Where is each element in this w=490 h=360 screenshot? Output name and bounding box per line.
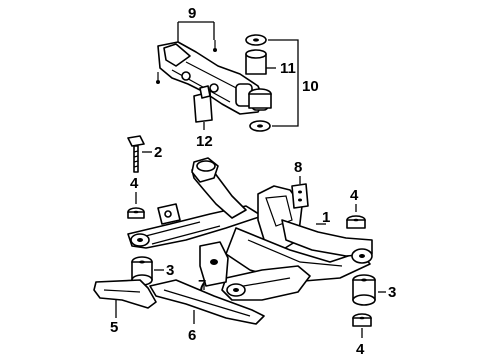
callout-2: 2 xyxy=(154,144,162,161)
brace-5 xyxy=(93,279,157,309)
callout-3-left: 3 xyxy=(166,262,174,279)
callout-4-right: 4 xyxy=(350,187,359,204)
callout-7: 7 xyxy=(198,277,206,294)
callout-5: 5 xyxy=(110,319,118,336)
stud-bolt xyxy=(127,135,145,173)
callout-4-left: 4 xyxy=(130,175,139,192)
callout-4-bottom: 4 xyxy=(356,341,365,358)
center-mount-7 xyxy=(199,241,229,287)
callout-6: 6 xyxy=(188,327,196,344)
callout-9: 9 xyxy=(188,5,196,22)
callout-10: 10 xyxy=(302,78,319,95)
brace-6 xyxy=(149,279,265,325)
insulator-right xyxy=(346,215,366,229)
callout-8: 8 xyxy=(294,159,302,176)
main-subframe xyxy=(127,157,373,301)
bushing-right xyxy=(352,274,376,306)
callout-12: 12 xyxy=(196,133,213,150)
bushing-left xyxy=(131,256,153,286)
callout-1: 1 xyxy=(322,209,330,226)
upper-subframe-assembly xyxy=(156,40,269,123)
insulator-left xyxy=(127,207,145,219)
insulator-bottom xyxy=(352,313,372,327)
callout-11: 11 xyxy=(280,60,296,77)
bracket-8 xyxy=(291,183,309,209)
bushing-stack xyxy=(245,34,272,132)
callout-3-right: 3 xyxy=(388,284,396,301)
